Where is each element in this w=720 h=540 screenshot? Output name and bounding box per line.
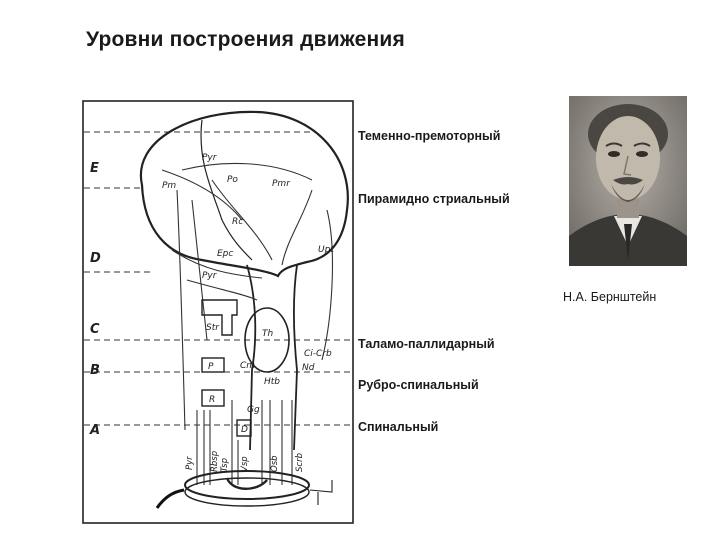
- label-htb: Htb: [264, 377, 280, 387]
- label-epc: Epc: [217, 249, 233, 259]
- level-letter-e: E: [90, 161, 99, 176]
- label-str: Str: [206, 323, 220, 333]
- level-rubro-spinal: Рубро-спинальный: [358, 378, 479, 392]
- label-p: P: [208, 362, 214, 372]
- pathways: [161, 162, 334, 431]
- level-spinal: Спинальный: [358, 420, 439, 434]
- label-cm: Cm: [240, 361, 255, 371]
- label-upt: Upt: [318, 245, 334, 255]
- label-pyr-bot: Pyr: [185, 456, 195, 470]
- label-rbsp: Rbsp: [210, 451, 220, 472]
- portrait-caption: Н.А. Бернштейн: [563, 290, 657, 304]
- brain-outline: [139, 110, 349, 278]
- label-rc: Rc: [232, 217, 243, 227]
- level-lines: [84, 131, 352, 426]
- label-po: Po: [227, 175, 238, 185]
- label-nd: Nd: [302, 363, 315, 373]
- label-gg: Gg: [247, 405, 260, 415]
- page-title: Уровни построения движения: [86, 28, 405, 51]
- label-pyr-top: Pyr: [202, 153, 218, 163]
- level-letter-c: C: [90, 322, 100, 337]
- label-th: Th: [262, 329, 273, 339]
- level-thalamo-pallidal: Таламо-паллидарный: [358, 337, 495, 351]
- descending-tracts: [196, 400, 293, 485]
- level-letter-b: B: [90, 363, 100, 378]
- level-letter-d: D: [90, 251, 101, 266]
- label-d: D: [241, 425, 248, 435]
- label-scrb: Scrb: [295, 453, 305, 472]
- label-pyr-mid: Pyr: [202, 271, 218, 281]
- label-vsp: Vsp: [240, 456, 250, 472]
- level-letter-a: A: [89, 423, 100, 438]
- label-pmr: Pmr: [272, 179, 291, 189]
- level-pyramidal-striatal: Пирамидно стриальный: [358, 192, 510, 206]
- levels-diagram: E D C B A Pyr Pm Po Pmr Rc Epc Upt Pyr S…: [82, 100, 354, 524]
- label-pm: Pm: [162, 181, 176, 191]
- brain-stem: [246, 264, 298, 451]
- label-ci-crb: Ci-Crb: [304, 349, 332, 359]
- label-r: R: [209, 395, 215, 405]
- label-osb: Osb: [270, 455, 280, 472]
- label-tsp: Tsp: [220, 458, 230, 472]
- level-parietal-premotor: Теменно-премоторный: [358, 129, 501, 143]
- portrait-photo: [569, 96, 687, 266]
